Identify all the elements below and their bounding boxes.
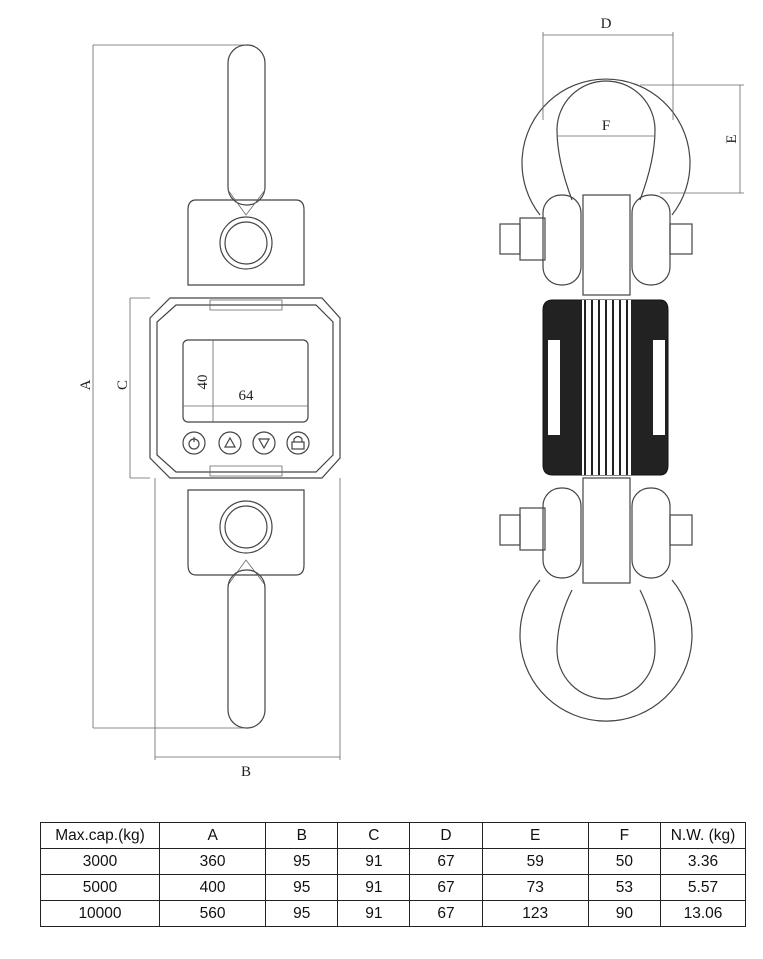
side-view: D F E [499, 16, 744, 722]
bottom-eye-hole [224, 505, 268, 549]
table-cell: 3000 [40, 848, 160, 875]
power-button[interactable] [182, 431, 206, 455]
top-eye-hole [224, 221, 268, 265]
down-arrow-icon [257, 438, 271, 450]
table-header: A [158, 822, 267, 849]
table-cell: 13.06 [660, 900, 746, 927]
bottom-bolt-nut [669, 514, 693, 546]
table-cell: 3.36 [660, 848, 746, 875]
table-header: D [409, 822, 483, 849]
display-housing [149, 297, 341, 479]
top-hook [227, 44, 266, 206]
lcd-screen [182, 339, 309, 423]
table-header: N.W. (kg) [660, 822, 746, 849]
table-cell: 59 [481, 848, 589, 875]
table-cell: 67 [409, 848, 483, 875]
down-button[interactable] [252, 431, 276, 455]
table-header: C [337, 822, 411, 849]
screen-width-label: 64 [239, 388, 255, 404]
up-button[interactable] [218, 431, 242, 455]
table-cell: 67 [409, 874, 483, 901]
lock-button[interactable] [286, 431, 310, 455]
up-arrow-icon [223, 436, 237, 448]
top-bolt-nut [669, 223, 693, 255]
table-cell: 560 [158, 900, 267, 927]
table-cell: 91 [337, 874, 411, 901]
bottom-eye-plate [187, 489, 305, 576]
table-cell: 73 [481, 874, 589, 901]
table-cell: 5.57 [660, 874, 746, 901]
table-cell: 67 [409, 900, 483, 927]
bottom-shackle-bow [519, 579, 693, 722]
dimension-f-label: F [602, 118, 610, 134]
table-cell: 53 [587, 874, 662, 901]
table-cell: 91 [337, 900, 411, 927]
table-cell: 5000 [40, 874, 160, 901]
technical-drawing: 40 64 A C B [78, 16, 744, 780]
table-header: Max.cap.(kg) [40, 822, 160, 849]
bottom-hook [227, 569, 266, 729]
spec-table: Max.cap.(kg) A B C D E F N.W. (kg) 3000 … [40, 822, 746, 927]
front-view: 40 64 A C B [78, 44, 341, 780]
table-cell: 91 [337, 848, 411, 875]
table-row: 3000 360 95 91 67 59 50 3.36 [40, 848, 746, 875]
table-header: B [265, 822, 339, 849]
bottom-bolt-head [499, 514, 521, 546]
table-cell: 123 [481, 900, 589, 927]
dimension-d-label: D [601, 16, 612, 32]
table-cell: 50 [587, 848, 662, 875]
top-bolt-head [499, 223, 521, 255]
table-header: F [587, 822, 662, 849]
table-cell: 10000 [40, 900, 160, 927]
table-row: 10000 560 95 91 67 123 90 13.06 [40, 900, 746, 927]
screen-height-label: 40 [195, 375, 211, 390]
table-cell: 95 [265, 848, 339, 875]
top-eye-plate [187, 199, 305, 286]
table-header: E [481, 822, 589, 849]
table-cell: 360 [158, 848, 267, 875]
lock-icon [291, 441, 305, 450]
table-cell: 400 [158, 874, 267, 901]
dimension-c-label: C [115, 380, 131, 390]
dimension-b-label: B [241, 764, 251, 780]
table-cell: 90 [587, 900, 662, 927]
dimension-e-label: E [724, 134, 740, 143]
top-shackle-bow [521, 78, 691, 216]
table-cell: 95 [265, 874, 339, 901]
table-row: 5000 400 95 91 67 73 53 5.57 [40, 874, 746, 901]
dimension-a-label: A [78, 379, 94, 390]
table-cell: 95 [265, 900, 339, 927]
table-header-row: Max.cap.(kg) A B C D E F N.W. (kg) [40, 822, 746, 849]
